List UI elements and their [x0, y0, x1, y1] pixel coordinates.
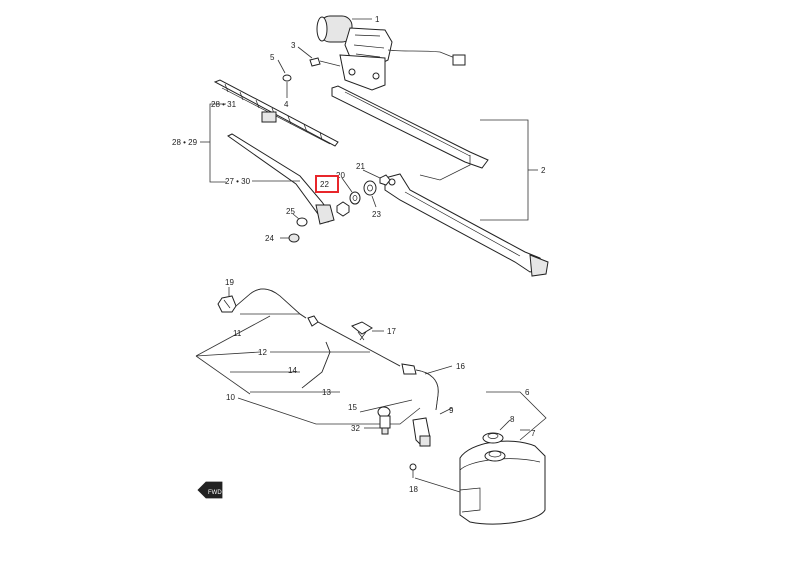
callout-19: 19 [225, 278, 234, 287]
washer-25 [296, 217, 308, 227]
clip-17 [351, 321, 373, 341]
callout-25: 25 [286, 207, 295, 216]
callout-23: 23 [372, 210, 381, 219]
callout-24: 24 [265, 234, 274, 243]
callout-18: 18 [409, 485, 418, 494]
bolt-3 [309, 57, 341, 67]
hose-11 [235, 288, 307, 319]
callout-7: 7 [531, 429, 536, 438]
pump-32 [377, 406, 391, 435]
callout-27-30: 27 • 30 [225, 177, 251, 186]
nut-22 [336, 201, 350, 217]
callout-4: 4 [284, 100, 289, 109]
washer-tank [459, 440, 546, 525]
callout-9: 9 [449, 406, 454, 415]
clip-19 [217, 295, 237, 313]
wiper-blade [213, 79, 339, 147]
callout-6: 6 [525, 388, 530, 397]
washer-pump [412, 417, 431, 447]
washer-20 [349, 191, 361, 205]
bolt-18 [409, 463, 417, 478]
callout-5: 5 [270, 53, 275, 62]
callout-8: 8 [510, 415, 515, 424]
callout-32: 32 [351, 424, 360, 433]
callout-15: 15 [348, 403, 357, 412]
callout-2: 2 [541, 166, 546, 175]
link-rod-lower [384, 173, 549, 277]
callout-20: 20 [336, 171, 345, 180]
callout-17: 17 [387, 327, 396, 336]
hose-connector [401, 363, 417, 375]
callout-10: 10 [226, 393, 235, 402]
cap-24 [288, 233, 300, 243]
forward-direction-icon: FWD [197, 481, 223, 499]
callout-28-29: 28 • 29 [172, 138, 198, 147]
callout-3: 3 [291, 41, 296, 50]
callout-11: 11 [233, 329, 242, 338]
callout-13: 13 [322, 388, 331, 397]
link-rod-upper [331, 85, 489, 169]
wiper-arm [227, 133, 335, 225]
tank-cap-8 [482, 432, 504, 444]
highlight-callout-22[interactable]: 22 [315, 175, 339, 193]
fwd-mark: FWD [208, 490, 222, 496]
wiper-motor [316, 15, 466, 91]
callout-1: 1 [375, 15, 380, 24]
highlight-label: 22 [320, 180, 329, 189]
callout-16: 16 [456, 362, 465, 371]
hose-joint [307, 315, 319, 327]
callout-21: 21 [356, 162, 365, 171]
callout-14: 14 [288, 366, 297, 375]
callout-28-31: 28 • 31 [211, 100, 237, 109]
hose-13-14 [301, 341, 331, 389]
washer-23 [363, 180, 377, 196]
washer-5 [282, 74, 292, 82]
nut-21 [379, 174, 391, 186]
callout-12: 12 [258, 348, 267, 357]
